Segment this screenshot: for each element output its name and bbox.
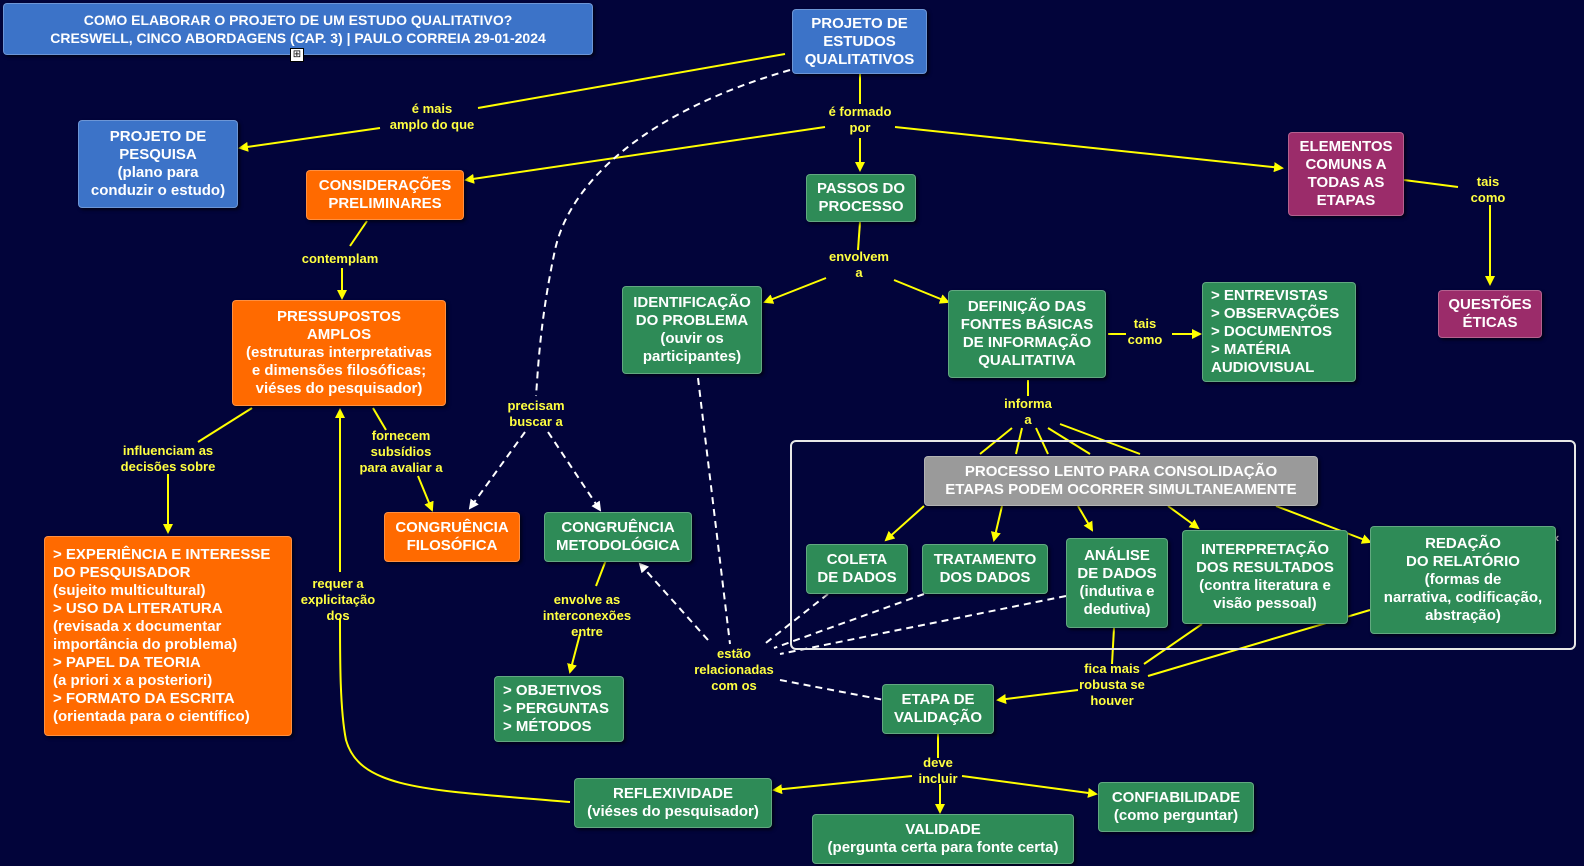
- edge-mais-amplo-a: [477, 53, 786, 109]
- label-fornecem: fornecem subsídios para avaliar a: [359, 428, 443, 475]
- node-etapa-validacao[interactable]: ETAPA DE VALIDAÇÃO: [882, 684, 994, 734]
- label-e-formado-por: é formado por: [828, 104, 892, 135]
- edge-envolvem-b: [763, 277, 827, 304]
- edge-precisam-b: [468, 431, 526, 510]
- label-precisam-buscar: precisam buscar a: [507, 398, 565, 429]
- node-congruencia-metodologica[interactable]: CONGRUÊNCIA METODOLÓGICA: [544, 512, 692, 562]
- label-tais-como-1: tais como: [1470, 174, 1506, 205]
- edge-requer-a: [339, 617, 571, 803]
- node-definicao[interactable]: DEFINIÇÃO DAS FONTES BÁSICAS DE INFORMAÇ…: [948, 290, 1106, 378]
- edge-precisam-a: [535, 69, 791, 397]
- edge-relac-analise: [779, 595, 1067, 655]
- edge-informa-f: [1059, 423, 1141, 455]
- label-informa-a: informa a: [1004, 396, 1052, 427]
- edge-relac-coleta: [761, 593, 829, 647]
- process-group-box: [790, 440, 1576, 650]
- node-pressupostos[interactable]: PRESSUPOSTOS AMPLOS (estruturas interpre…: [232, 300, 446, 406]
- node-congruencia-filosofica[interactable]: CONGRUÊNCIA FILOSÓFICA: [384, 512, 520, 562]
- edge-envolve-b: [567, 633, 581, 674]
- edge-envolve-a: [595, 559, 607, 587]
- label-envolvem-a: envolvem a: [829, 249, 889, 280]
- label-e-mais-amplo: é mais amplo do que: [389, 101, 475, 132]
- edge-fornecem-a: [372, 407, 387, 431]
- node-interpretacao[interactable]: INTERPRETAÇÃO DOS RESULTADOS (contra lit…: [1182, 530, 1348, 624]
- edge-relac-identif: [697, 377, 731, 645]
- label-tais-como-2: tais como: [1127, 316, 1163, 347]
- edge-robusta-b: [1143, 623, 1203, 665]
- label-contemplam: contemplam: [301, 251, 379, 266]
- node-questoes[interactable]: QUESTÕES ÉTICAS: [1438, 290, 1542, 338]
- node-tratamento[interactable]: TRATAMENTO DOS DADOS: [922, 544, 1048, 594]
- label-envolve-interconexoes: envolve as interconexões entre: [542, 592, 632, 639]
- title-line-2: CRESWELL, CINCO ABORDAGENS (CAP. 3) | PA…: [50, 30, 546, 46]
- node-projeto-estudos[interactable]: PROJETO DE ESTUDOS QUALITATIVOS: [792, 9, 927, 74]
- label-estao-relacionadas: estão relacionadas com os: [694, 646, 774, 693]
- node-passos[interactable]: PASSOS DO PROCESSO: [806, 174, 916, 222]
- edge-deve-b: [772, 775, 913, 795]
- node-redacao[interactable]: REDAÇÃO DO RELATÓRIO (formas de narrativ…: [1370, 526, 1556, 634]
- edge-formado-d: [894, 126, 1284, 173]
- edge-relac-trat: [773, 593, 925, 649]
- node-objetivos[interactable]: > OBJETIVOS > PERGUNTAS > MÉTODOS: [494, 676, 624, 742]
- node-analise[interactable]: ANÁLISE DE DADOS (indutiva e dedutiva): [1066, 538, 1168, 628]
- edge-robusta-d: [996, 689, 1079, 704]
- tree-structure-icon[interactable]: ⊞: [290, 48, 304, 62]
- title-line-1: COMO ELABORAR O PROJETO DE UM ESTUDO QUA…: [83, 12, 513, 28]
- edge-influenciam-a: [197, 407, 253, 443]
- node-confiabilidade[interactable]: CONFIABILIDADE (como perguntar): [1098, 782, 1254, 832]
- edge-elementos-a: [1403, 179, 1459, 188]
- edge-robusta-a: [1111, 627, 1115, 665]
- map-title: COMO ELABORAR O PROJETO DE UM ESTUDO QUA…: [3, 3, 593, 55]
- node-projeto-pesquisa[interactable]: PROJETO DE PESQUISA (plano para conduzir…: [78, 120, 238, 208]
- edge-proc-analise: [1077, 505, 1094, 532]
- label-requer: requer a explicitação dos: [300, 576, 376, 623]
- node-coleta[interactable]: COLETA DE DADOS: [806, 544, 908, 594]
- node-validade[interactable]: VALIDADE (pergunta certa para fonte cert…: [812, 814, 1074, 864]
- edge-proc-trat: [990, 505, 1003, 542]
- edge-proc-redacao: [1275, 505, 1372, 544]
- node-elementos[interactable]: ELEMENTOS COMUNS A TODAS AS ETAPAS: [1288, 132, 1404, 216]
- label-influenciam: influenciam as decisões sobre: [120, 443, 216, 474]
- node-fontes-lista[interactable]: > ENTREVISTAS > OBSERVAÇÕES > DOCUMENTOS…: [1202, 282, 1356, 382]
- label-fica-mais-robusta: fica mais robusta se houver: [1079, 661, 1145, 708]
- edge-mais-amplo-b: [238, 127, 381, 152]
- edge-precisam-c: [547, 431, 602, 512]
- edge-proc-interp: [1167, 505, 1200, 530]
- label-deve-incluir: deve incluir: [918, 755, 958, 786]
- node-consideracoes[interactable]: CONSIDERAÇÕES PRELIMINARES: [306, 170, 464, 220]
- edge-formado-c: [464, 126, 826, 184]
- edge-deve-d: [961, 775, 1098, 798]
- edge-relac-valid: [779, 679, 885, 701]
- edge-envolvem-c: [893, 279, 950, 304]
- edge-contemplam-a: [349, 220, 368, 247]
- edge-relac-congr: [638, 562, 709, 641]
- node-processo-lento[interactable]: PROCESSO LENTO PARA CONSOLIDAÇÃO ETAPAS …: [924, 456, 1318, 506]
- edge-proc-coleta: [884, 505, 925, 542]
- edge-fornecem-b: [417, 475, 434, 512]
- node-reflexividade[interactable]: REFLEXIVIDADE (viéses do pesquisador): [574, 778, 772, 828]
- node-experiencia[interactable]: > EXPERIÊNCIA E INTERESSE DO PESQUISADOR…: [44, 536, 292, 736]
- node-identificacao[interactable]: IDENTIFICAÇÃO DO PROBLEMA (ouvir os part…: [622, 286, 762, 374]
- edge-envolvem-a: [857, 221, 861, 251]
